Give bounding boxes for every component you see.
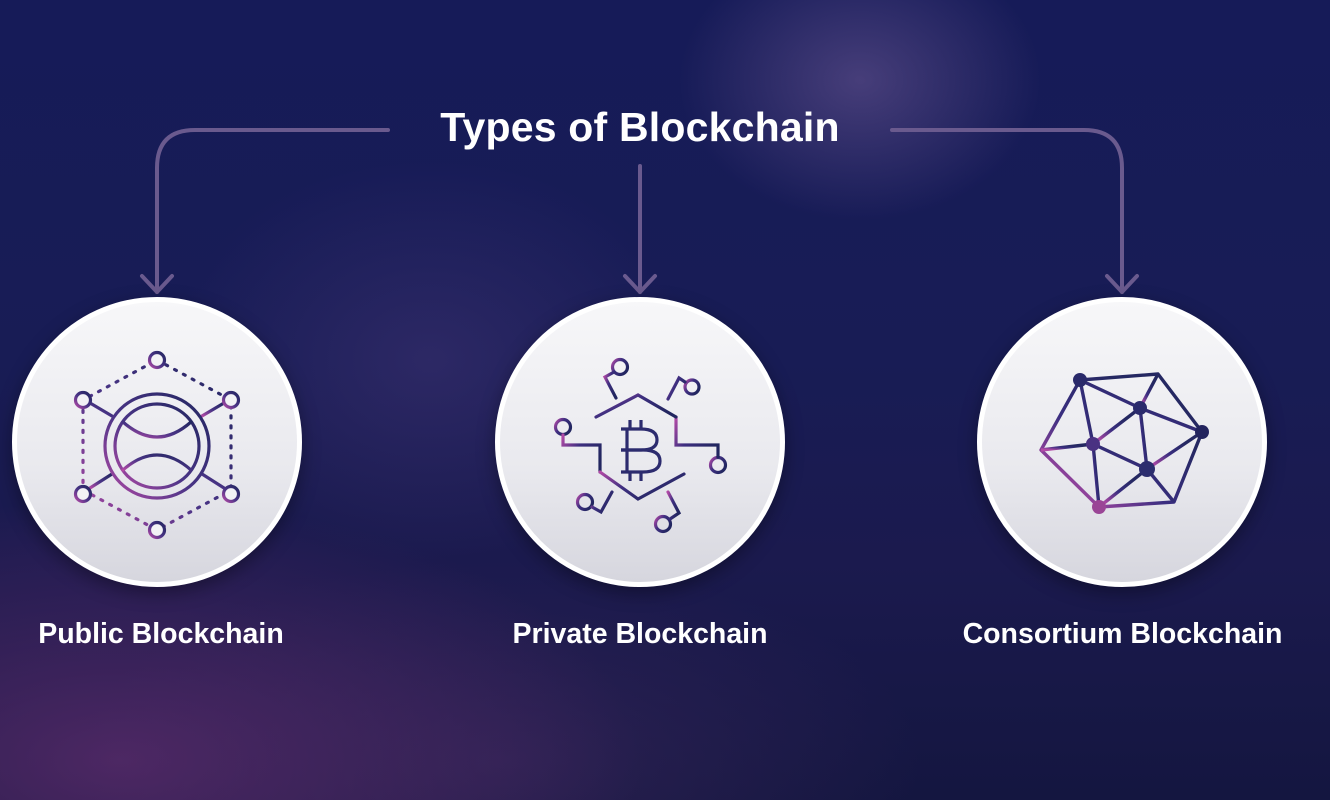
bitcoin-circuit-icon	[553, 357, 728, 534]
consortium-blockchain-label: Consortium Blockchain	[962, 618, 1283, 650]
center-arrowhead	[623, 274, 657, 294]
right-arrowhead	[1105, 274, 1139, 294]
globe-network-icon	[73, 350, 241, 540]
page-title: Types of Blockchain	[440, 104, 840, 150]
private-blockchain-label: Private Blockchain	[512, 618, 768, 650]
public-blockchain-label: Public Blockchain	[38, 618, 284, 650]
consortium-blockchain-node	[977, 297, 1267, 587]
right-connector	[890, 128, 1124, 294]
polyhedron-network-icon	[1039, 372, 1209, 514]
private-blockchain-node	[495, 297, 785, 587]
public-blockchain-node	[12, 297, 302, 587]
left-arrowhead	[140, 274, 174, 294]
left-connector	[155, 128, 390, 294]
